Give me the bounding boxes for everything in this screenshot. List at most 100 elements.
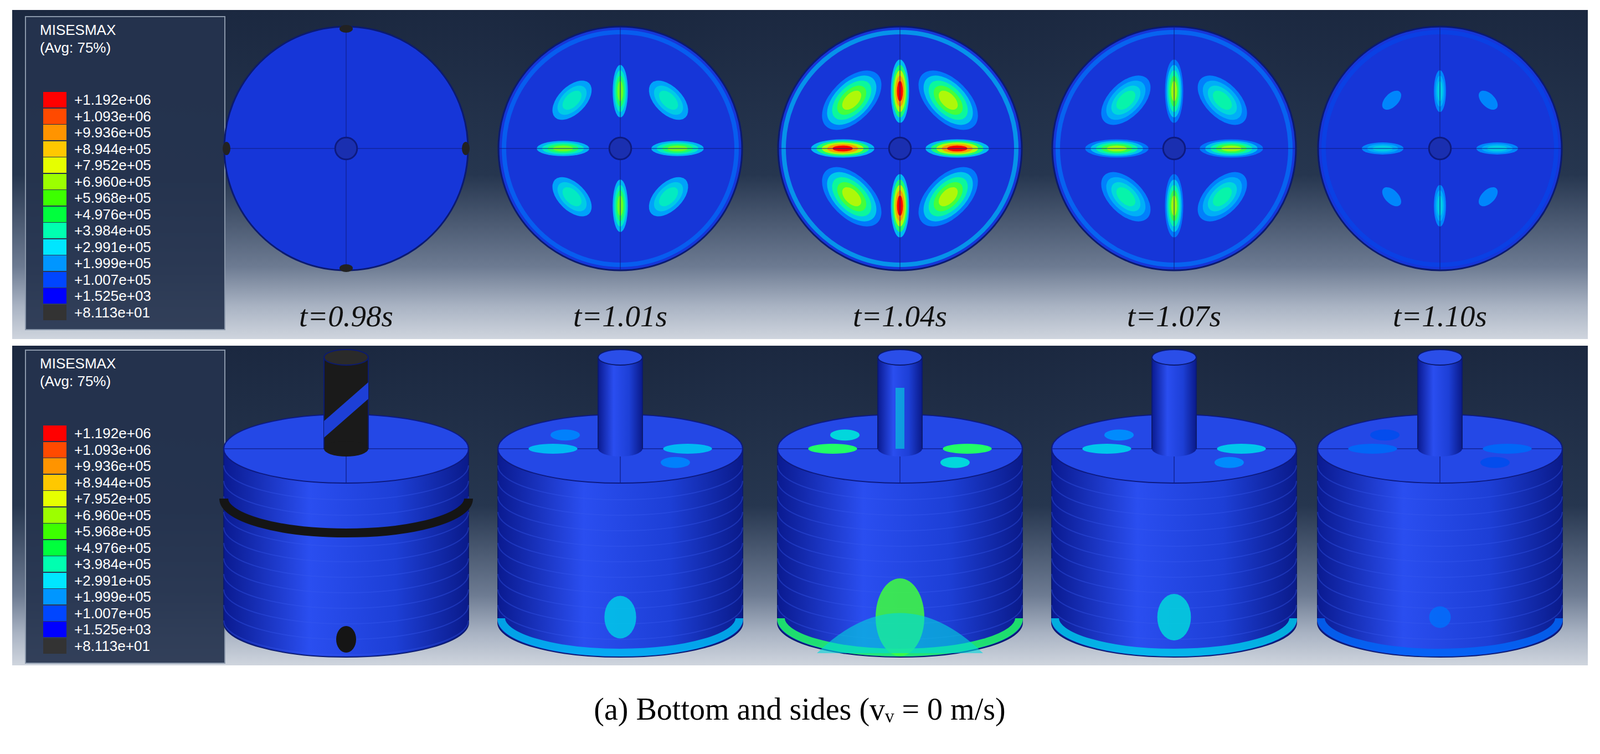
figure-part [598,349,643,365]
figure-part [940,456,970,468]
figure-part [1209,86,1236,113]
legend-swatch [43,621,67,637]
legend-swatch [43,556,67,572]
figure-part [811,156,893,238]
figure-part [1317,573,1563,609]
figure-part [1157,593,1192,641]
figure-part [323,357,369,449]
legend-box [25,16,225,330]
legend-swatch [43,255,67,271]
figure-caption: (a) Bottom and sides (vᵥ = 0 m/s) [593,691,1006,727]
legend-value: +5.968e+05 [74,189,152,207]
legend-heading: MISESMAX [39,22,116,39]
figure-part [1051,511,1297,547]
legend-swatch [43,271,67,288]
figure-part [1348,443,1397,454]
figure-part [1214,456,1244,468]
figure-part [545,170,600,224]
bottom-contour [1318,26,1562,271]
legend-swatch [43,441,67,458]
figure-part [777,480,1023,516]
legend-value: +1.093e+06 [74,107,152,125]
figure-part [641,170,696,224]
figure-part [777,527,1023,562]
legend-swatch [43,425,67,441]
figure-part [1209,183,1236,210]
figure-part [323,382,369,438]
figure-part [777,542,1023,578]
legend-value: +8.113e+01 [74,637,151,655]
legend-value: +1.999e+05 [74,588,152,605]
figure-part [558,86,585,113]
bottom-contour [778,26,1022,271]
figure-part [1195,73,1250,128]
figure-part [1317,604,1563,640]
figure-part [552,176,593,217]
figure-part [223,620,469,655]
figure-part [830,429,860,441]
figure-part [1151,349,1197,365]
legend-value: +1.093e+06 [74,441,152,459]
legend-value: +1.192e+06 [74,424,152,442]
side-contour [497,349,743,657]
figure-part [223,589,469,624]
figure-part [831,80,872,121]
figure-part [497,480,743,516]
legend-value: +1.007e+05 [74,604,152,622]
legend-value: +9.936e+05 [74,457,152,475]
time-label: t=1.01s [573,299,668,334]
figure-part [598,357,643,449]
figure-part [877,357,923,449]
legend-swatch [43,605,67,621]
legend-value: +1.192e+06 [74,91,152,108]
figure-part [497,558,743,593]
figure-part [808,443,857,454]
figure-part [1092,66,1160,134]
figure-part [1195,170,1250,224]
time-label: t=1.07s [1127,299,1222,334]
legend-swatch [43,490,67,507]
figure-part [552,80,593,121]
figure-part [641,73,696,128]
figure-part [1163,137,1186,160]
figure-part [1051,542,1297,578]
figure-part [1428,137,1452,160]
figure-part [550,429,580,441]
figure-part [838,183,865,210]
figure-part [1317,511,1563,547]
figure-part [1051,496,1297,531]
legend-swatch [43,91,67,108]
figure-part [1317,542,1563,578]
figure-part [1151,357,1197,449]
legend-swatch [43,474,67,491]
legend-swatch [43,141,67,157]
legend-swatch [43,523,67,539]
figure-part [831,176,872,217]
figure-part [604,595,636,639]
legend-value: +8.113e+01 [74,304,151,321]
figure-part [323,440,369,457]
legend-heading: MISESMAX [39,355,116,372]
figure-part [942,443,992,454]
figure-part [609,137,632,160]
figure-part [1317,527,1563,562]
figure-part [558,183,585,210]
figure-part [655,183,682,210]
figure-part [660,456,691,468]
figure-part [825,73,879,128]
legend-value: +4.976e+05 [74,539,152,557]
figure-part [888,137,912,160]
figure-part [1099,73,1154,128]
figure-part [323,349,369,365]
figure-part [1417,349,1463,365]
legend-swatch [43,572,67,589]
figure-part [498,26,743,271]
figure-part [223,542,469,578]
bottom-contour [222,24,470,272]
figure-part [877,349,923,365]
figure-part [777,511,1023,547]
side-contour [777,349,1023,657]
time-label: t=1.10s [1392,299,1488,334]
legend-value: +1.525e+03 [74,287,152,305]
